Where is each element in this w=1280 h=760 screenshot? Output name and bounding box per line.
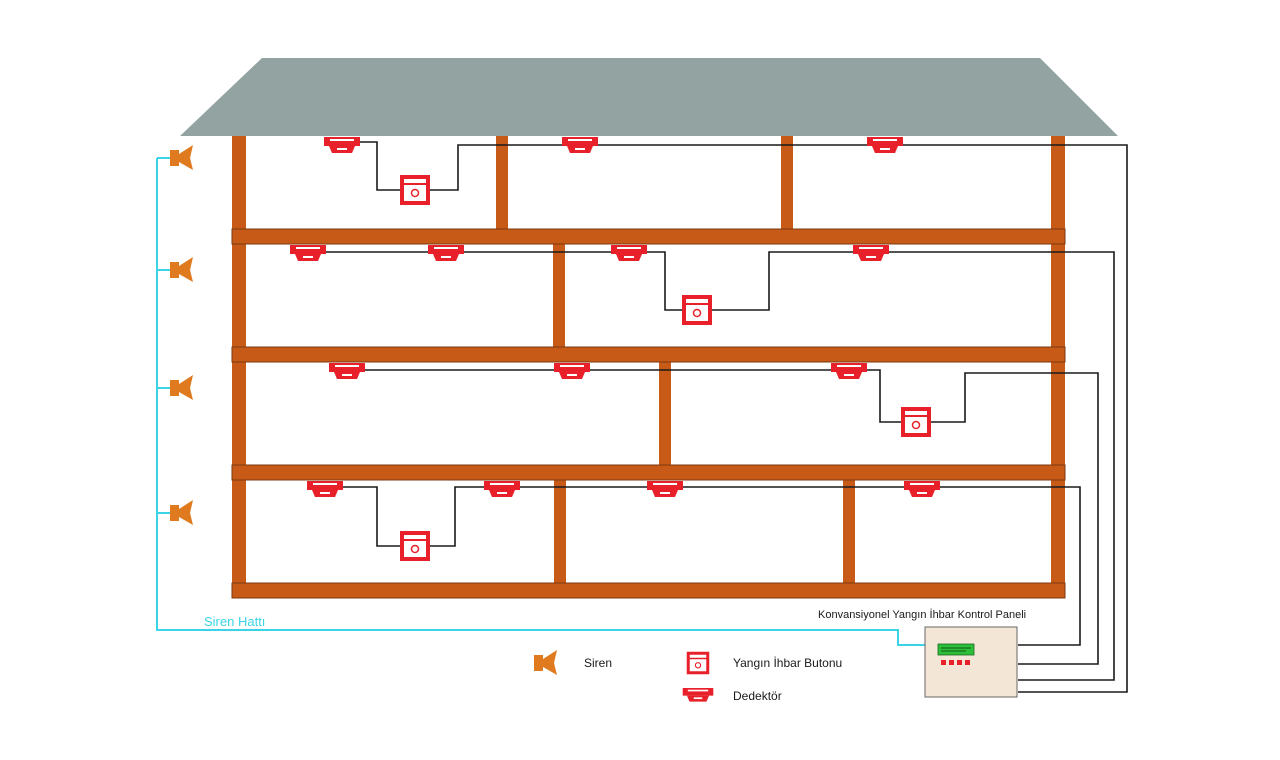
detector (290, 245, 326, 261)
siren-icon (170, 257, 193, 282)
siren-icon (170, 375, 193, 400)
legend-siren-label: Siren (584, 656, 612, 670)
detector (611, 245, 647, 261)
detector (554, 363, 590, 379)
fire-alarm-button (399, 530, 431, 562)
floor-slabs (231, 228, 1066, 599)
detector (831, 363, 867, 379)
panel-key (957, 660, 962, 665)
detector (329, 363, 365, 379)
legend-button-icon (686, 651, 710, 675)
roof (180, 58, 1118, 136)
siren-line (156, 157, 925, 646)
fire-alarm-button (900, 406, 932, 438)
detector (904, 481, 940, 497)
legend-button-label: Yangın İhbar Butonu (733, 656, 842, 670)
panel-key (941, 660, 946, 665)
detector (647, 481, 683, 497)
detector (307, 481, 343, 497)
fire-alarm-button (681, 294, 713, 326)
detector (428, 245, 464, 261)
detector (867, 137, 903, 153)
floor-2-devices (329, 363, 932, 438)
siren-icon (170, 145, 193, 170)
floor-3-devices (290, 245, 889, 326)
detector (324, 137, 360, 153)
control-panel-title: Konvansiyonel Yangın İhbar Kontrol Panel… (818, 608, 1026, 621)
detector (484, 481, 520, 497)
siren-icon (170, 500, 193, 525)
siren-line-label: Siren Hattı (204, 614, 265, 629)
fire-alarm-button (399, 174, 431, 206)
sirens (170, 145, 193, 525)
legend: Siren Yangın İhbar Butonu Dedektör (534, 650, 842, 703)
building-frame (232, 136, 1065, 596)
control-panel (924, 626, 1018, 698)
detector (562, 137, 598, 153)
floor-4-devices (324, 137, 903, 206)
panel-display (937, 643, 975, 656)
panel-key (949, 660, 954, 665)
legend-detector-icon (682, 688, 714, 702)
detector (853, 245, 889, 261)
legend-detector-label: Dedektör (733, 689, 782, 703)
legend-siren-icon (534, 650, 557, 675)
panel-key (965, 660, 970, 665)
